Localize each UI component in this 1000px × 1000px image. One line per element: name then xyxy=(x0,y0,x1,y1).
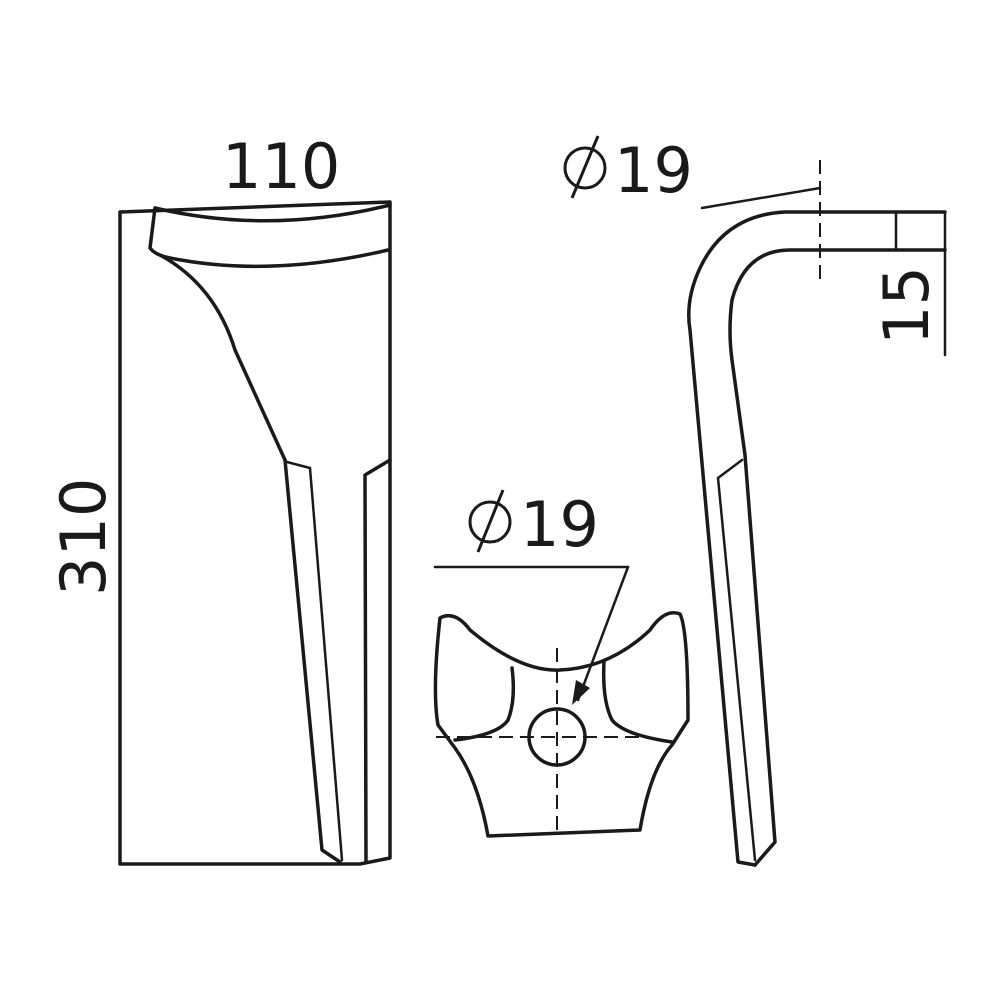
blade-shank-left-inner xyxy=(285,460,344,862)
width-dimension-label: 110 xyxy=(222,130,340,203)
height-dimension-label: 310 xyxy=(47,478,120,596)
thickness-dimension-label: 15 xyxy=(870,266,943,345)
blade-side-outer-edge xyxy=(687,210,947,867)
blade-side-bevel-inner xyxy=(716,476,757,862)
front-hole-dimension-label: 19 xyxy=(520,488,599,561)
blade-top-edge xyxy=(153,203,392,223)
mounting-plate-inner-right xyxy=(601,660,674,744)
blade-bounding-box xyxy=(118,200,392,866)
top-hole-leader-line xyxy=(700,186,822,210)
blade-side-bevel xyxy=(716,458,744,480)
blade-head-outline xyxy=(148,206,390,269)
top-hole-diameter-symbol xyxy=(563,135,607,199)
top-hole-dimension-label: 19 xyxy=(614,134,693,207)
blade-shoulder-curve xyxy=(158,253,287,462)
blade-side-view xyxy=(687,160,947,867)
mounting-plate-view xyxy=(433,565,690,838)
front-hole-leader-diagonal xyxy=(576,565,630,702)
blade-shank-right xyxy=(363,458,392,864)
blade-shank-left xyxy=(283,458,342,864)
front-hole-diameter-symbol xyxy=(468,489,512,553)
front-hole-leader-arrowhead xyxy=(572,680,590,705)
blade-face-view xyxy=(118,200,392,866)
mounting-plate-outline xyxy=(433,611,690,838)
mounting-plate-inner-left xyxy=(453,666,516,742)
blade-side-inner-edge xyxy=(728,248,947,867)
